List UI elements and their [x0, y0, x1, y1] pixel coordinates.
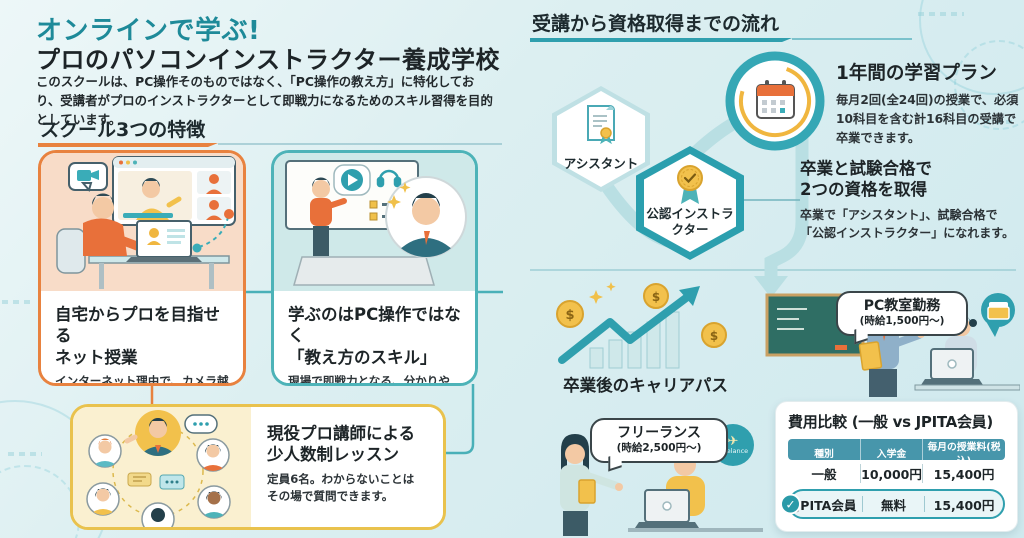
student-avatar [86, 482, 120, 516]
medal-icon [677, 165, 703, 204]
paper-plane-icon: ✈ [727, 433, 739, 449]
speech-bubble-dots [184, 414, 218, 434]
career-bubble-pc-school: PC教室勤務 (時給1,500円〜) [836, 291, 968, 337]
page-title: プロのパソコンインストラクター養成学校 [36, 46, 501, 74]
chat-bubble [127, 472, 152, 487]
feature-body: 現場で即戦力となる、分かりやすく教える技術を習得します。 [288, 374, 450, 386]
svg-text:$: $ [565, 308, 574, 323]
pricing-header-row: 種別 入学金 毎月の授業料(税込) [788, 439, 1005, 467]
svg-text:$: $ [652, 290, 660, 304]
briefcase-bubble [981, 293, 1015, 337]
flow-heading: 受講から資格取得までの流れ [532, 13, 780, 35]
pricing-header-monthly: 毎月の授業料(税込) [922, 439, 1005, 467]
stage-platform [293, 256, 435, 286]
study-plan-circle [725, 51, 825, 151]
pricing-title: 費用比較 (一般 vs JPITA会員) [788, 413, 993, 431]
sparkle-icon [399, 182, 411, 193]
feature-card-teaching-skill: 学ぶのはPC操作ではなく「教え方のスキル」 現場で即戦力となる、分かりやすく教え… [271, 150, 478, 386]
desk [914, 384, 1020, 391]
growth-arrow [558, 294, 690, 364]
student-avatar [196, 438, 230, 472]
plan-body: 毎月2回(全24回)の授業で、必須10科目を含む計16科目の受講で卒業できます。 [836, 93, 1019, 145]
plan-title: 1年間の学習プラン [836, 63, 997, 84]
certificate-icon [587, 105, 615, 144]
teaching-illustration [274, 153, 475, 291]
coin-icon: $ [701, 322, 727, 348]
desk [628, 528, 763, 532]
instructor-portrait [385, 176, 467, 258]
svg-text:$: $ [710, 329, 718, 343]
pricing-header-admission: 入学金 [860, 439, 922, 467]
coin-icon: $ [643, 283, 669, 309]
student-avatar [197, 485, 231, 519]
heading-underline-extension [218, 143, 502, 145]
pricing-header-type: 種別 [814, 449, 834, 460]
circuit-decoration [984, 120, 1014, 124]
career-growth-illustration: $ $ $ [556, 282, 727, 369]
career-bubble-freelance: フリーランス (時給2,500円〜) [590, 418, 728, 464]
student-avatar [141, 502, 175, 527]
feature-title: 現役プロ講師による少人数制レッスン [267, 424, 416, 465]
study-plan-block: 1年間の学習プラン 毎月2回(全24回)の授業で、必須10科目を含む計16科目の… [836, 62, 1020, 148]
mentor-female [560, 434, 623, 536]
video-class-illustration [41, 153, 243, 291]
page-title-accent: オンラインで学ぶ! [36, 16, 261, 46]
freelance-tag-text: freelance [717, 446, 749, 455]
headphones-icon [376, 169, 402, 188]
laptop [921, 348, 983, 385]
feature-card-small-group: 現役プロ講師による少人数制レッスン 定員6名。わからないことはその場で質問できま… [70, 404, 446, 530]
play-icon [333, 164, 371, 196]
student-at-laptop [83, 193, 151, 256]
pricing-row-member: ✓ JPITA会員 無料 15,400円 [780, 489, 1005, 519]
career-path-label: 卒業後のキャリアパス [563, 376, 728, 395]
laptop [635, 489, 699, 528]
video-camera-icon [68, 162, 108, 193]
badge-label: アシスタント [563, 156, 639, 171]
heading-underline-extension [792, 38, 912, 40]
sparkle-icon [387, 195, 401, 209]
student-avatar [88, 434, 122, 468]
features-heading: スクール3つの特徴 [40, 119, 206, 141]
freelance-illustration [560, 434, 763, 536]
badge-label: 公認インストラクター [646, 206, 734, 237]
pricing-row-general: 一般 10,000円 15,400円 [788, 460, 1005, 487]
circuit-decoration [918, 12, 964, 16]
page-description: このスクールは、PC操作そのものではなく、「PC操作の教え方」に特化しており、受… [36, 74, 493, 128]
circuit-decoration [2, 300, 32, 304]
coin-icon: $ [556, 300, 584, 328]
group-lesson-illustration [73, 407, 251, 527]
presenter [310, 177, 347, 256]
circuit-decoration [8, 452, 42, 456]
sparkle-icon [589, 290, 603, 304]
laptop [126, 220, 202, 262]
feature-title: 学ぶのはPC操作ではなく「教え方のスキル」 [288, 305, 461, 367]
feature-title: 自宅からプロを目指せるネット授業 [55, 305, 220, 367]
circuit-decoration [954, 40, 1024, 130]
heading-underline [38, 143, 218, 147]
qualification-body: 卒業で「アシスタント」、試験合格で「公認インストラクター」になれます。 [800, 207, 1015, 241]
pricing-card: 費用比較 (一般 vs JPITA会員) 種別 入学金 毎月の授業料(税込) 一… [775, 401, 1018, 532]
calendar-icon [756, 80, 795, 119]
feature-body: インターネット理由で、カメラ越しの対面形式で学習します。 [55, 374, 229, 386]
feature-body: 定員6名。わからないことはその場で質問できます。 [267, 471, 415, 504]
sparkle-icon [606, 282, 616, 292]
heading-underline [530, 38, 792, 42]
check-icon: ✓ [780, 493, 801, 515]
